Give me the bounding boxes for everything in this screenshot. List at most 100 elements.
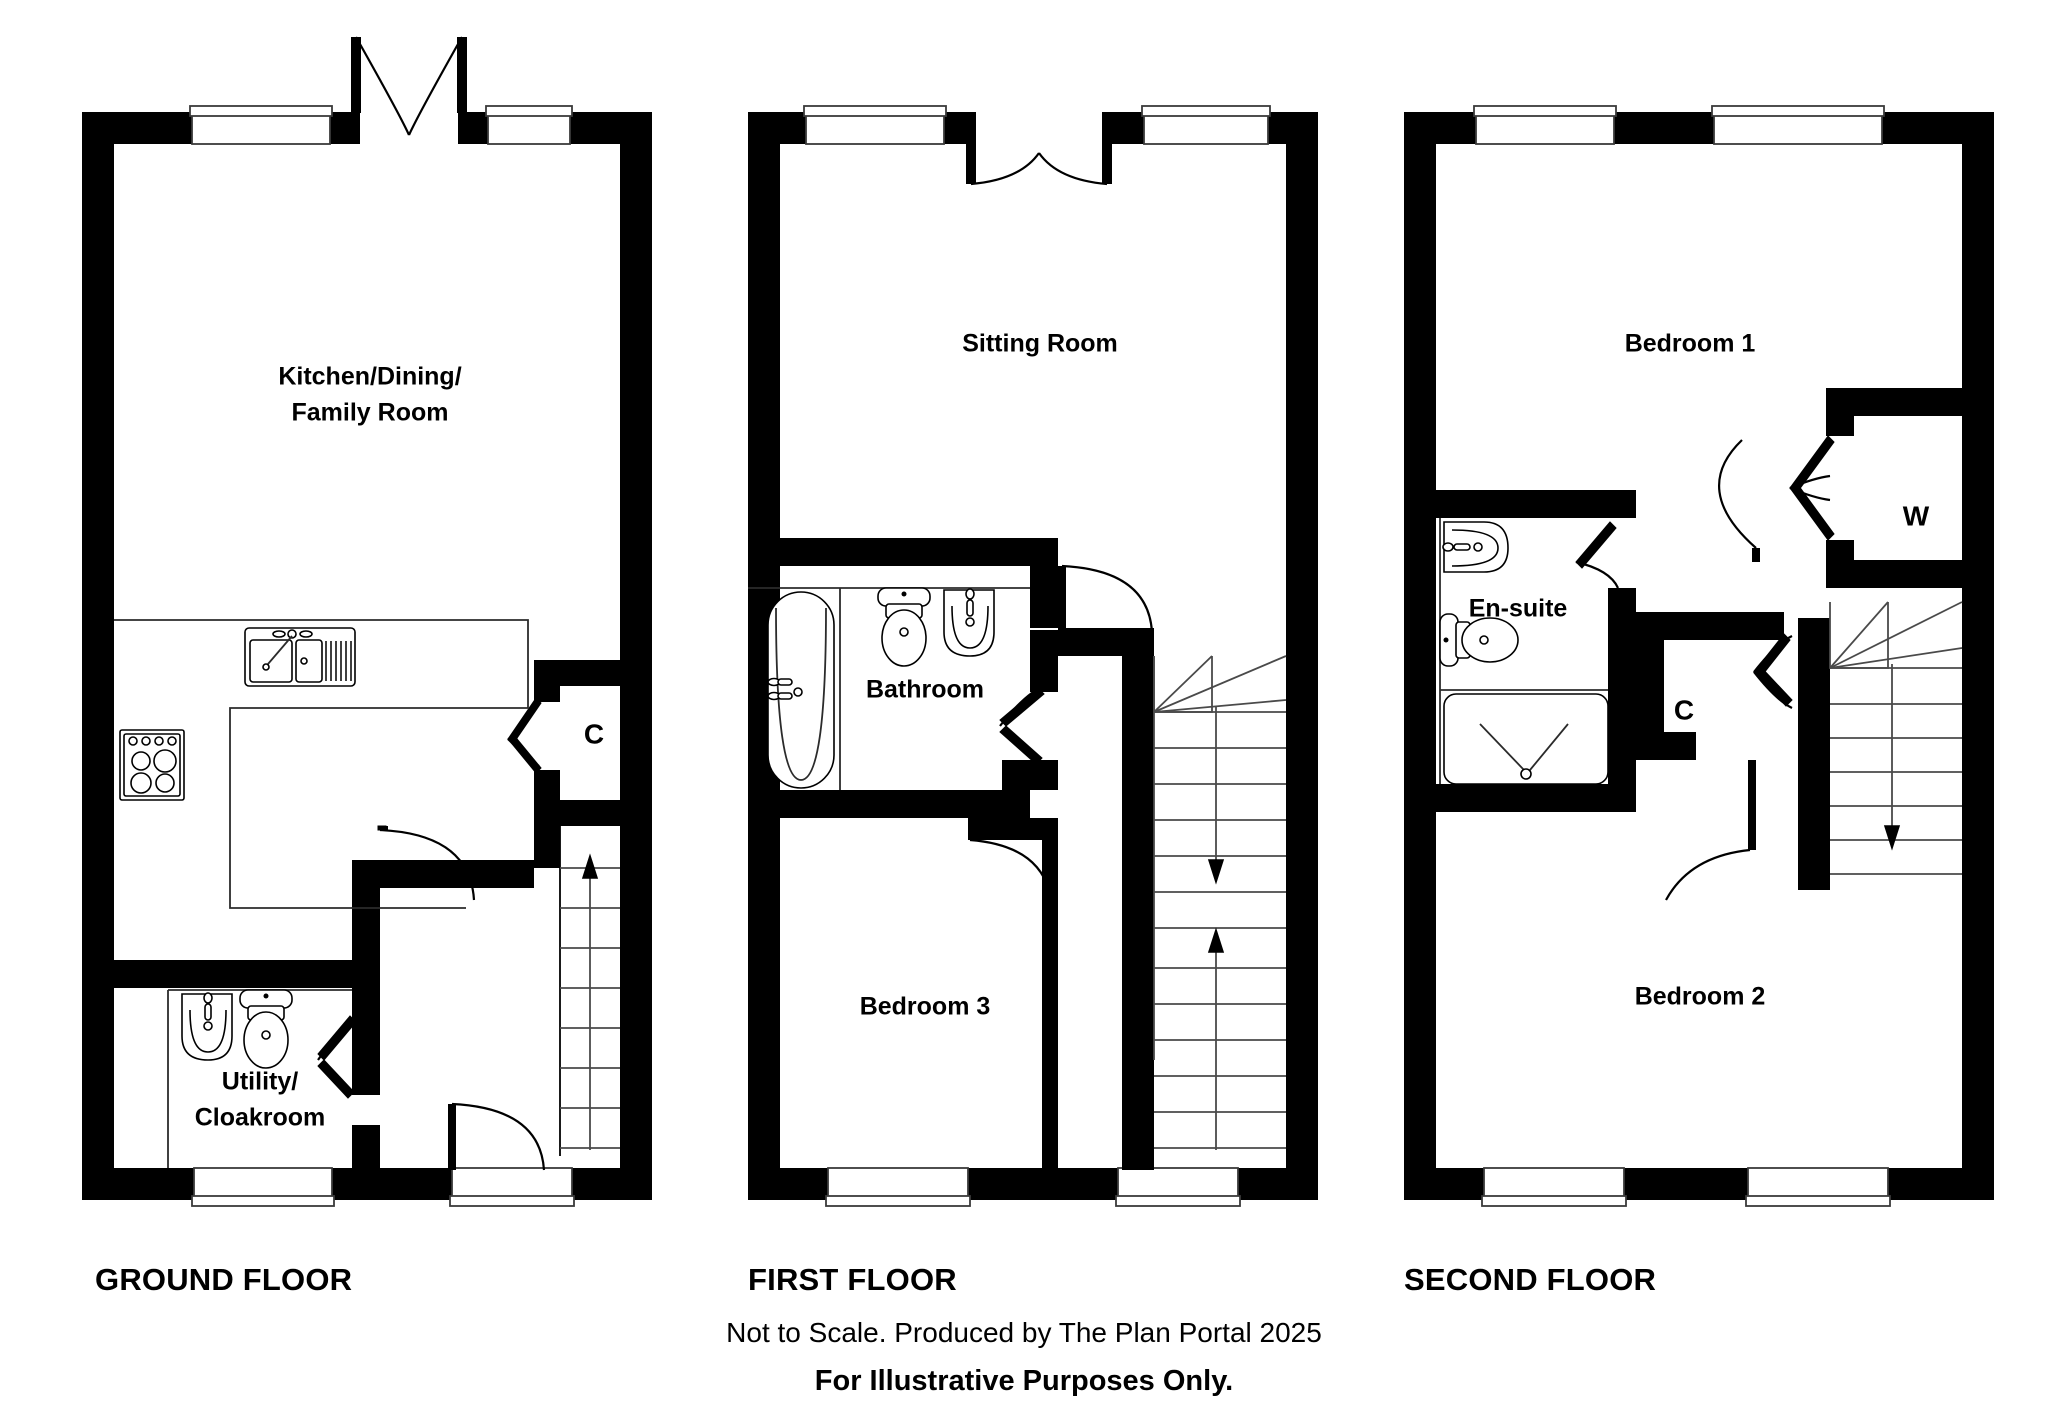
ff-bathroom-door[interactable] xyxy=(999,682,1049,765)
gf-hob-four-ring xyxy=(119,729,185,801)
ff-wall-top-midright xyxy=(1108,112,1144,144)
ff-window-front-left xyxy=(825,1167,971,1207)
ff-window-rear-left xyxy=(803,105,947,145)
ff-wall-bathroom-bottom-right xyxy=(1002,760,1058,790)
gf-wall-right xyxy=(620,112,652,1200)
ff-wall-bathroom-right-mid xyxy=(1030,630,1058,692)
ground-floor-plan: Kitchen/Dining/ Family Room C Utility/ C… xyxy=(82,36,652,1207)
ff-window-front-right xyxy=(1115,1167,1241,1207)
gf-cupboard-bifold-door[interactable] xyxy=(507,697,542,774)
sf-wall-bottom-left xyxy=(1404,1168,1484,1200)
ff-bedroom3-door[interactable] xyxy=(968,818,1054,909)
sf-wall-ensuite-bottom xyxy=(1404,784,1636,812)
gf-staircase xyxy=(559,826,620,1156)
gf-kitchen-worktop xyxy=(114,619,529,909)
gf-wall-bottom-mid xyxy=(332,1168,452,1200)
ff-landing-door[interactable] xyxy=(1058,564,1154,633)
sf-wall-bottom-right xyxy=(1888,1168,1994,1200)
sf-wall-left xyxy=(1404,112,1436,1200)
gf-front-entrance-door[interactable] xyxy=(377,825,476,901)
gf-hall-door[interactable] xyxy=(448,1102,546,1171)
first-floor-plan: Sitting Room Bathroom Bedroom 3 xyxy=(748,105,1318,1207)
sf-wall-top-left xyxy=(1404,112,1476,144)
ff-wall-stair-left xyxy=(1122,656,1154,1170)
gf-utility-fittings xyxy=(167,989,352,1168)
sf-wall-ensuite-topright xyxy=(1608,490,1636,518)
ff-wall-top-right xyxy=(1268,112,1318,144)
sf-wall-right xyxy=(1962,112,1994,1200)
gf-wall-top-left xyxy=(82,112,192,144)
sf-wall-top-mid xyxy=(1614,112,1714,144)
ff-wall-bottom-right xyxy=(1238,1168,1318,1200)
sf-window-rear-left xyxy=(1473,105,1617,145)
sf-bedroom2-door[interactable] xyxy=(1665,760,1756,901)
gf-utility-door[interactable] xyxy=(317,1015,357,1099)
gf-label-cupboard: C xyxy=(584,718,604,749)
ff-label-bathroom: Bathroom xyxy=(866,676,984,704)
first-floor-title: FIRST FLOOR xyxy=(748,1262,957,1297)
sf-wardrobe-bifold-door[interactable] xyxy=(1789,435,1835,541)
sf-label-bedroom-1: Bedroom 1 xyxy=(1625,330,1756,358)
ff-wall-bathroom-bottom xyxy=(748,790,1030,818)
ff-wall-bedroom3-right xyxy=(1042,900,1058,1170)
sf-label-cupboard: C xyxy=(1674,694,1694,725)
sf-cupboard-bifold-door[interactable] xyxy=(1753,633,1793,709)
sf-staircase xyxy=(1829,601,1963,896)
gf-window-front-right xyxy=(449,1167,575,1207)
ff-window-rear-right xyxy=(1141,105,1271,145)
ff-bathroom-fittings xyxy=(748,587,1030,790)
ff-wall-bathroom-top xyxy=(748,538,1058,566)
gf-label-kitchen-line1: Kitchen/Dining/ xyxy=(278,363,461,391)
gf-wall-utility-top xyxy=(82,960,352,988)
sf-wall-wardrobe-bottom xyxy=(1826,560,1964,588)
sf-label-wardrobe: W xyxy=(1903,500,1930,531)
ff-wall-right xyxy=(1286,112,1318,1200)
gf-wall-top-midleft xyxy=(330,112,360,144)
ff-wall-landing-top xyxy=(1058,628,1154,656)
gf-window-rear-right xyxy=(485,105,573,145)
ff-wall-bottom-left xyxy=(748,1168,828,1200)
sf-label-ensuite: En-suite xyxy=(1469,595,1568,623)
credit-text: Not to Scale. Produced by The Plan Porta… xyxy=(726,1317,1322,1348)
gf-wall-bottom-right xyxy=(572,1168,652,1200)
sf-ensuite-door[interactable] xyxy=(1575,521,1620,589)
sf-wall-cupboard-left xyxy=(1636,612,1664,732)
ff-french-doors-rear[interactable] xyxy=(966,112,1112,186)
sf-window-front-left xyxy=(1481,1167,1627,1207)
ff-label-bedroom-3: Bedroom 3 xyxy=(860,993,991,1021)
gf-label-utility-line1: Utility/ xyxy=(222,1068,298,1096)
ff-wall-top-left xyxy=(748,112,806,144)
ff-wall-bottom-mid xyxy=(968,1168,1118,1200)
sf-wall-bottom-mid xyxy=(1624,1168,1748,1200)
gf-wall-cupboard-bottom xyxy=(534,800,630,826)
sf-window-rear-right xyxy=(1711,105,1885,145)
gf-wall-cupboard-left-upper xyxy=(534,660,560,702)
sf-wall-top-right xyxy=(1882,112,1994,144)
ff-staircase xyxy=(1153,640,1287,1150)
sf-bedroom1-door[interactable] xyxy=(1718,439,1760,562)
gf-wall-hall-top xyxy=(352,860,534,888)
second-floor-plan: Bedroom 1 En-suite W C Bedroom 2 xyxy=(1404,105,1994,1207)
ff-wall-landing-left xyxy=(1042,818,1058,908)
ff-wall-bedroom3-top xyxy=(970,818,1058,840)
sf-ensuite-fittings xyxy=(1439,518,1609,785)
ff-wall-bathroom-right-upper xyxy=(1030,538,1058,628)
gf-label-kitchen-line2: Family Room xyxy=(292,399,449,427)
disclaimer-text: For Illustrative Purposes Only. xyxy=(815,1365,1233,1397)
sf-wall-stair-left xyxy=(1798,618,1830,890)
sf-wall-stair-bottomstub xyxy=(1798,858,1826,890)
gf-wall-bottom-left xyxy=(82,1168,194,1200)
ground-floor-title: GROUND FLOOR xyxy=(95,1262,352,1297)
gf-wall-left xyxy=(82,112,114,1200)
gf-wall-top-midright xyxy=(458,112,488,144)
gf-window-rear-left xyxy=(189,105,333,145)
sf-wall-ensuite-right xyxy=(1608,588,1636,784)
gf-wall-top-right xyxy=(570,112,652,144)
ff-label-sitting-room: Sitting Room xyxy=(962,330,1118,358)
gf-wall-utility-right-lower xyxy=(352,1125,380,1200)
gf-french-doors-rear[interactable] xyxy=(351,36,467,136)
gf-wall-utility-right-upper xyxy=(352,960,380,1095)
sf-wall-cupboard-bottom xyxy=(1636,732,1696,760)
